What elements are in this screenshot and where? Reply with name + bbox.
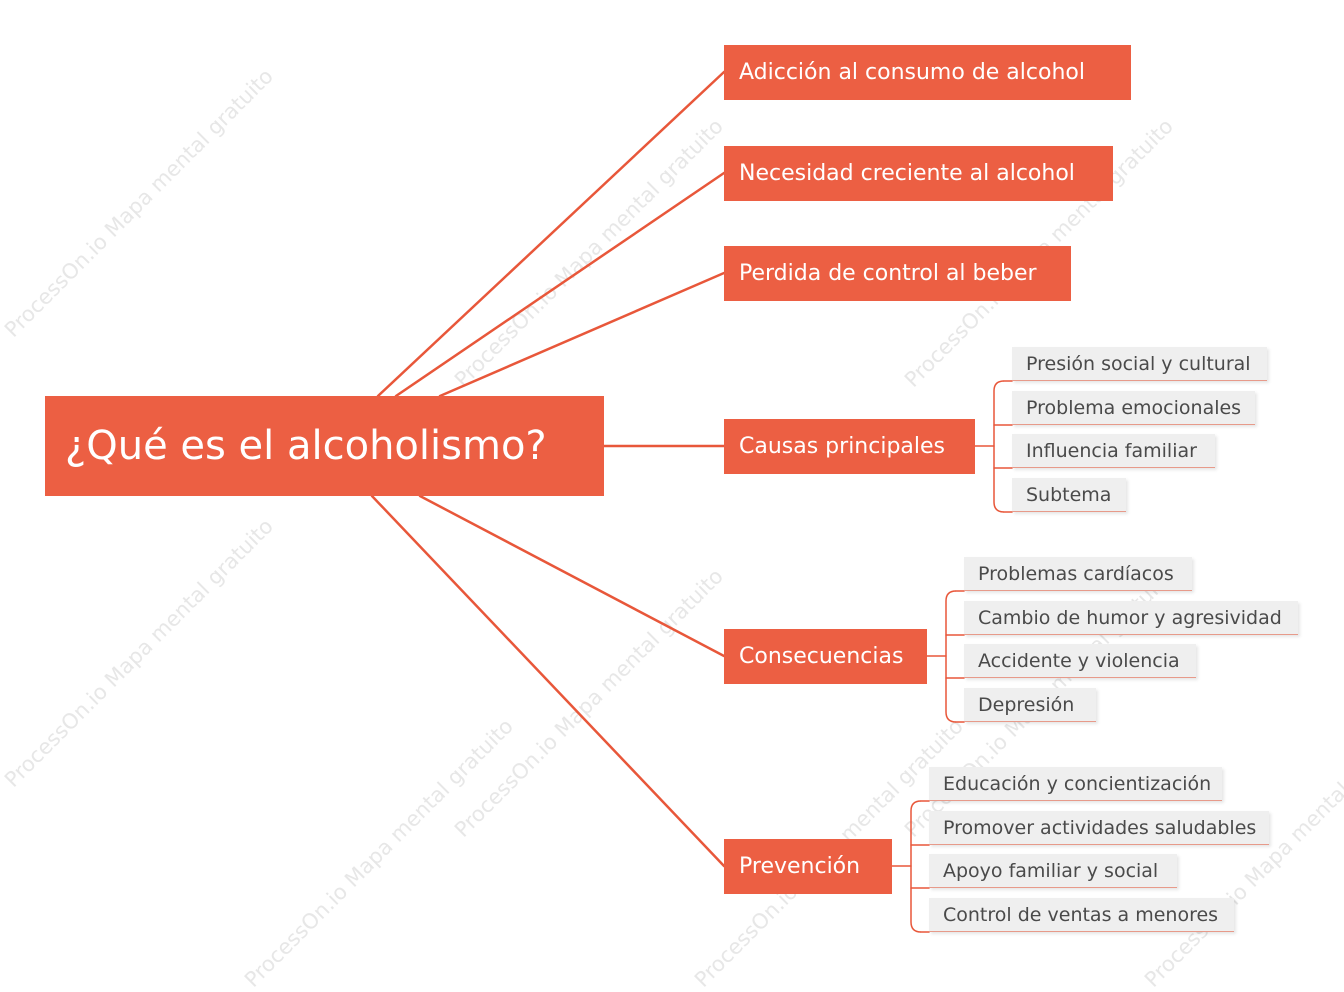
connector-line	[910, 800, 922, 933]
subtopic-label: Depresión	[978, 693, 1075, 716]
subtopic-label: Subtema	[1026, 483, 1112, 506]
branch-label: Perdida de control al beber	[739, 261, 1037, 286]
subtopic-problemas-cardiacos[interactable]: Problemas cardíacos	[964, 557, 1192, 591]
subtopic-subtema[interactable]: Subtema	[1012, 478, 1126, 512]
connector-line	[993, 380, 1005, 513]
subtopic-label: Problemas cardíacos	[978, 562, 1174, 585]
subtopic-problema-emocionales[interactable]: Problema emocionales	[1012, 391, 1255, 425]
subtopic-cambio-humor[interactable]: Cambio de humor y agresividad	[964, 601, 1298, 635]
subtopic-label: Presión social y cultural	[1026, 352, 1251, 375]
subtopic-influencia-familiar[interactable]: Influencia familiar	[1012, 434, 1215, 468]
branch-prevencion[interactable]: Prevención	[724, 839, 892, 894]
root-topic-label: ¿Qué es el alcoholismo?	[65, 423, 547, 469]
subtopic-actividades-saludables[interactable]: Promover actividades saludables	[929, 811, 1269, 845]
subtopic-depresion[interactable]: Depresión	[964, 688, 1096, 722]
connector-line	[418, 494, 726, 658]
connector-line	[376, 70, 726, 398]
subtopic-label: Cambio de humor y agresividad	[978, 606, 1282, 629]
subtopic-label: Control de ventas a menores	[943, 903, 1219, 926]
subtopic-educacion[interactable]: Educación y concientización	[929, 767, 1222, 801]
branch-causas[interactable]: Causas principales	[724, 419, 975, 474]
subtopic-accidente-violencia[interactable]: Accidente y violencia	[964, 644, 1196, 678]
root-topic[interactable]: ¿Qué es el alcoholismo?	[45, 396, 604, 496]
connector-line	[370, 494, 726, 868]
subtopic-label: Influencia familiar	[1026, 439, 1197, 462]
branch-adiccion[interactable]: Adicción al consumo de alcohol	[724, 45, 1131, 100]
branch-label: Adicción al consumo de alcohol	[739, 60, 1085, 85]
branch-label: Causas principales	[739, 434, 946, 459]
subtopic-label: Promover actividades saludables	[943, 816, 1257, 839]
branch-consecuencias[interactable]: Consecuencias	[724, 629, 927, 684]
branch-label: Prevención	[739, 854, 861, 879]
subtopic-label: Problema emocionales	[1026, 396, 1242, 419]
subtopic-label: Educación y concientización	[943, 772, 1212, 795]
subtopic-apoyo-familiar[interactable]: Apoyo familiar y social	[929, 854, 1177, 888]
subtopic-label: Accidente y violencia	[978, 649, 1180, 672]
subtopic-presion-social[interactable]: Presión social y cultural	[1012, 347, 1267, 381]
connector-line	[438, 271, 726, 398]
branch-label: Necesidad creciente al alcohol	[739, 161, 1075, 186]
branch-perdida-control[interactable]: Perdida de control al beber	[724, 246, 1071, 301]
subtopic-control-ventas[interactable]: Control de ventas a menores	[929, 898, 1234, 932]
connector-line	[394, 171, 726, 398]
branch-label: Consecuencias	[739, 644, 904, 669]
branch-necesidad[interactable]: Necesidad creciente al alcohol	[724, 146, 1113, 201]
connector-line	[945, 590, 957, 723]
subtopic-label: Apoyo familiar y social	[943, 859, 1159, 882]
